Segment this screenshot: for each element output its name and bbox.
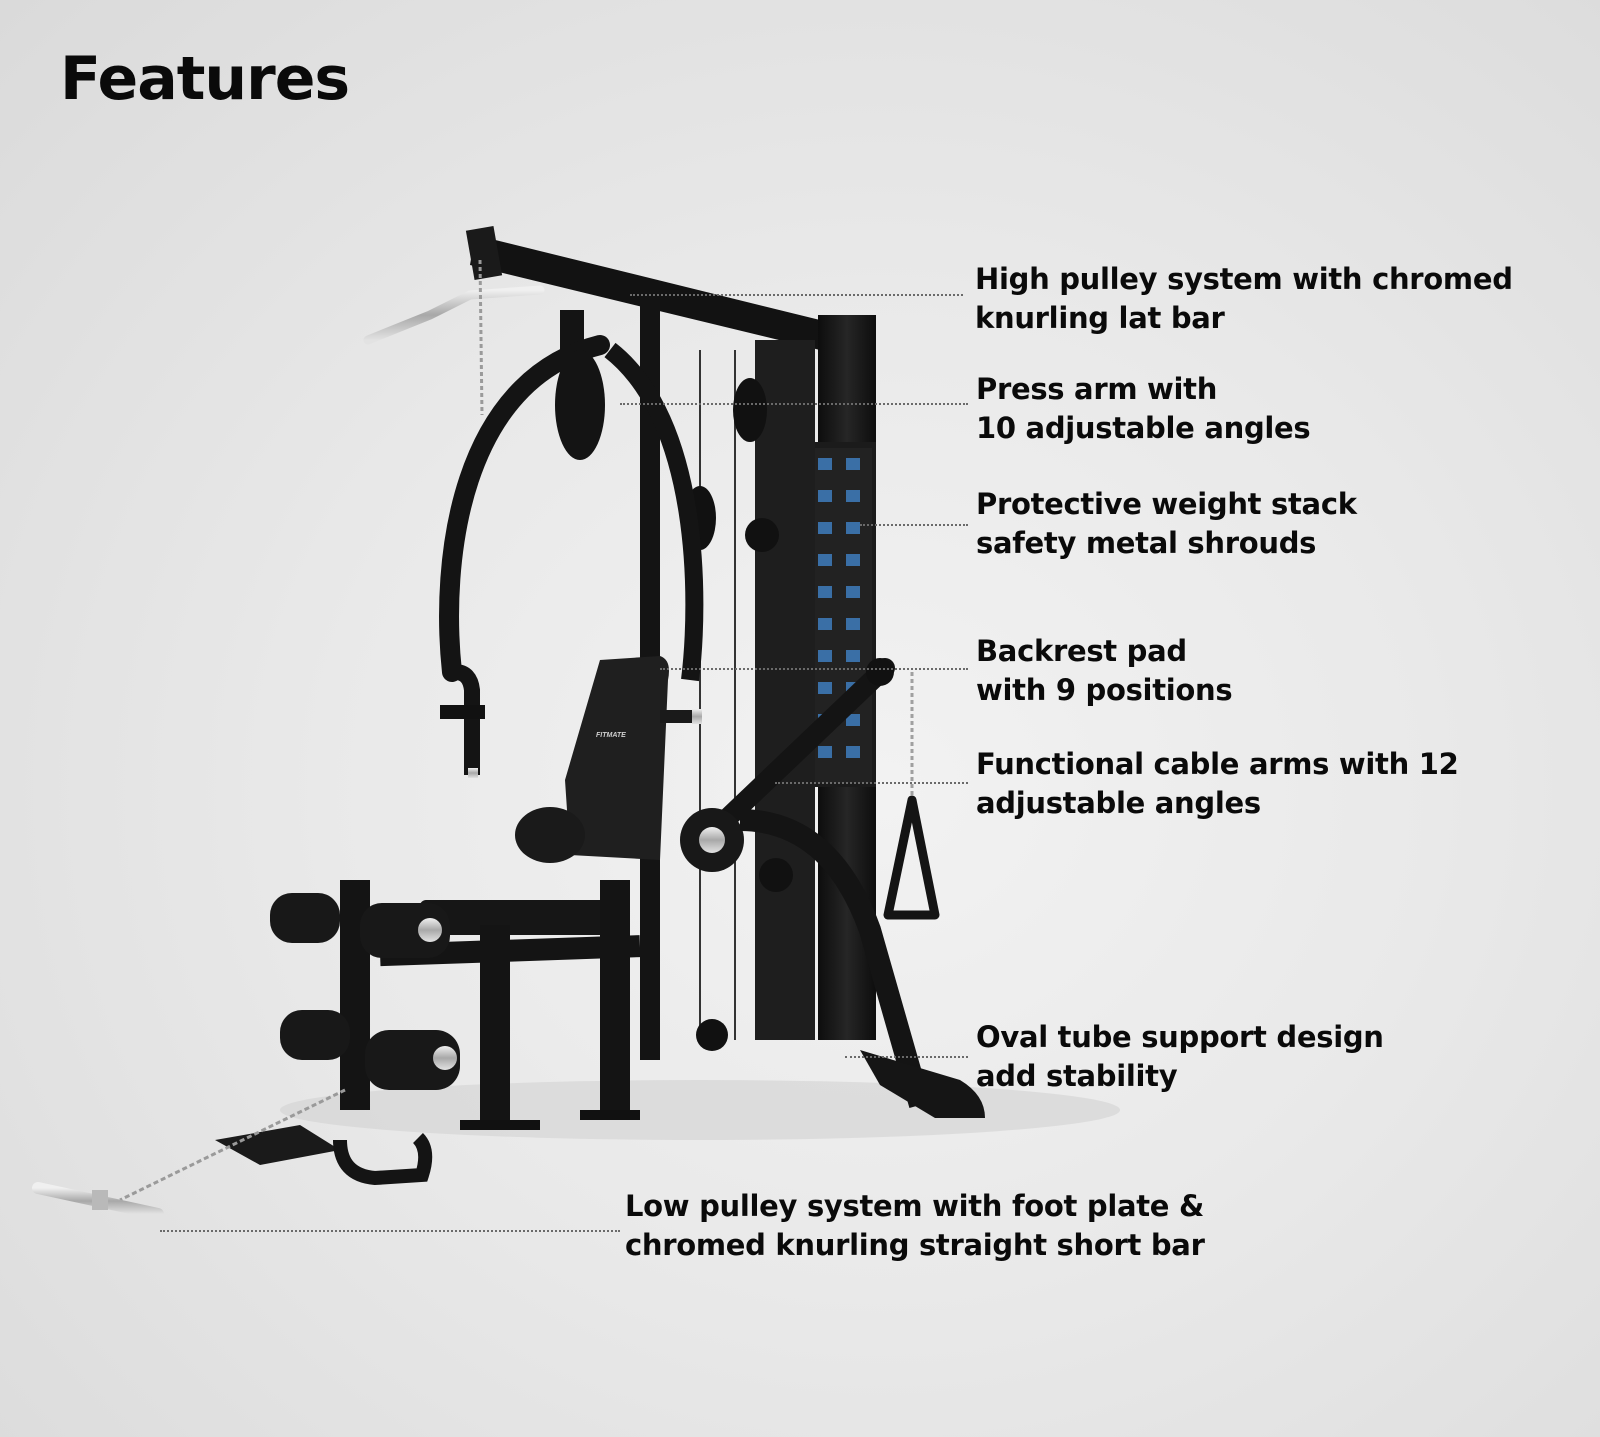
feature-press-arm: Press arm with 10 adjustable angles [976, 370, 1311, 448]
feature-text-line: Backrest pad [976, 634, 1187, 668]
feature-text-line: Protective weight stack [976, 487, 1357, 521]
feature-low-pulley: Low pulley system with foot plate & chro… [625, 1187, 1205, 1265]
feature-text-line: 10 adjustable angles [976, 411, 1311, 445]
feature-text-line: add stability [976, 1059, 1178, 1093]
leader-line-low-pulley [160, 1230, 620, 1232]
feature-text-line: safety metal shrouds [976, 526, 1317, 560]
feature-backrest: Backrest pad with 9 positions [976, 632, 1233, 710]
feature-text-line: Functional cable arms with 12 [976, 747, 1459, 781]
leader-line-press-arm [620, 403, 968, 405]
feature-text-line: Press arm with [976, 372, 1218, 406]
feature-text-line: with 9 positions [976, 673, 1233, 707]
feature-text-line: chromed knurling straight short bar [625, 1228, 1205, 1262]
feature-high-pulley: High pulley system with chromed knurling… [975, 260, 1513, 338]
feature-text-line: Low pulley system with foot plate & [625, 1189, 1204, 1223]
feature-weight-stack: Protective weight stack safety metal shr… [976, 485, 1357, 563]
brand-logo: FITMATE [596, 732, 626, 739]
leader-line-weight-stack [860, 524, 968, 526]
feature-text-line: knurling lat bar [975, 301, 1225, 335]
leader-line-oval-tube [845, 1056, 968, 1058]
page-title: Features [60, 44, 350, 114]
leader-line-high-pulley [630, 294, 963, 296]
feature-text-line: Oval tube support design [976, 1020, 1384, 1054]
feature-oval-tube: Oval tube support design add stability [976, 1018, 1384, 1096]
feature-text-line: High pulley system with chromed [975, 262, 1513, 296]
exercise-chart [812, 448, 872, 783]
leader-line-backrest [660, 668, 968, 670]
feature-cable-arms: Functional cable arms with 12 adjustable… [976, 745, 1459, 823]
leader-line-cable-arms [775, 782, 968, 784]
feature-text-line: adjustable angles [976, 786, 1261, 820]
